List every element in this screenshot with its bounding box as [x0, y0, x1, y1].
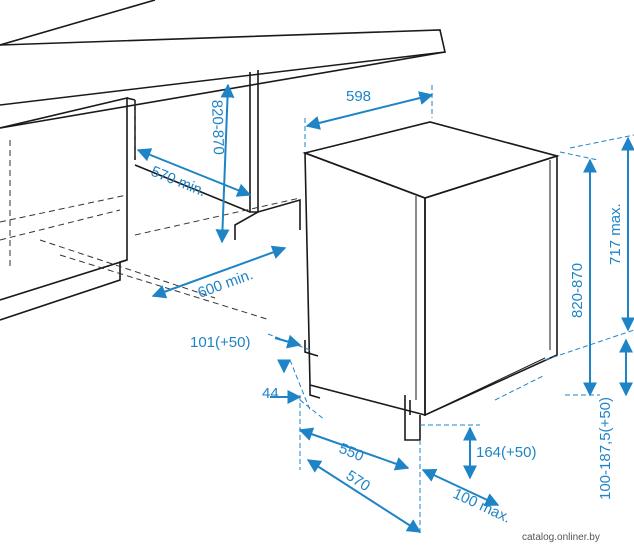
label-820-870-left: 820-870 — [208, 100, 227, 156]
label-820-870-right: 820-870 — [569, 263, 586, 318]
label-717-max: 717 max. — [607, 203, 624, 265]
label-600-min: 600 min. — [196, 266, 256, 302]
label-570-min: 570 min. — [149, 163, 209, 200]
label-100-max: 100 max. — [450, 485, 513, 526]
label-550: 550 — [337, 440, 367, 465]
label-164-plus-50: 164(+50) — [476, 444, 536, 461]
label-100-187-5: 100-187,5(+50) — [597, 397, 614, 500]
kitchen-cabinet-left — [0, 96, 136, 321]
label-570: 570 — [343, 467, 373, 495]
label-598: 598 — [346, 88, 371, 105]
label-101-plus-50: 101(+50) — [190, 334, 250, 351]
watermark-text: catalog.onliner.by — [522, 532, 600, 543]
dishwasher — [302, 121, 560, 441]
dimension-arrows — [136, 83, 634, 535]
kitchen-cabinet-right — [39, 70, 301, 321]
label-44: 44 — [262, 385, 279, 402]
